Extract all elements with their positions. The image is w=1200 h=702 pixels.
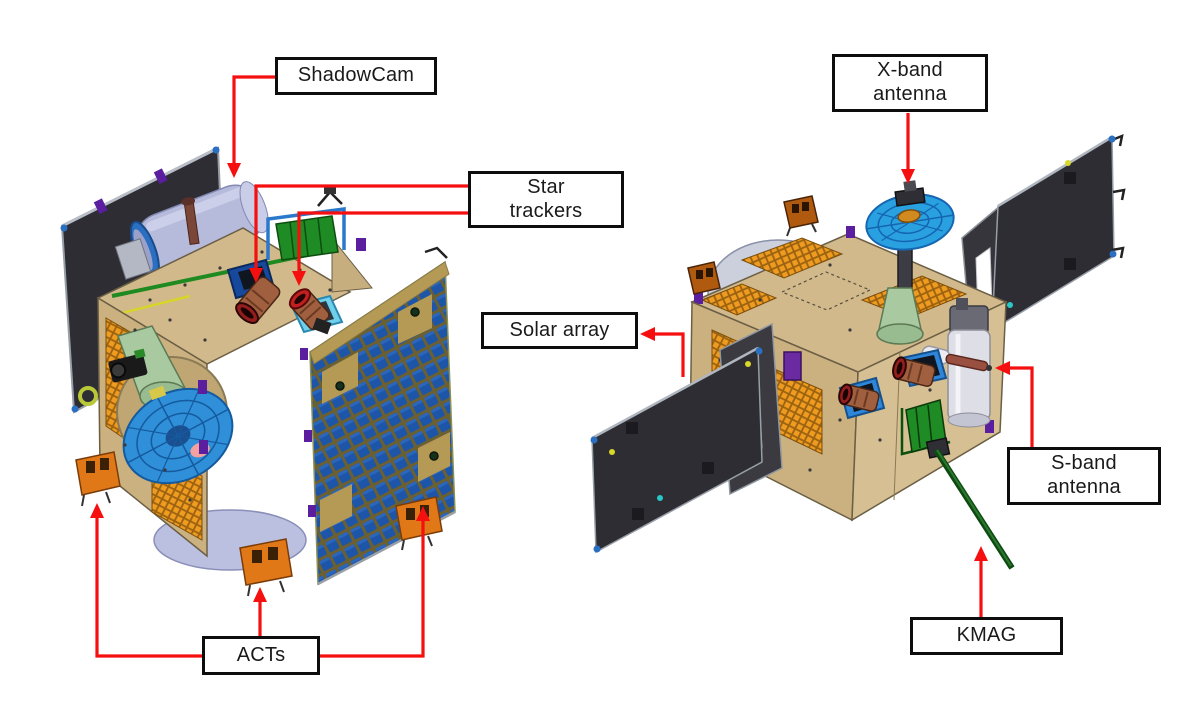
sband-antenna-label-line1: S-band [1051, 452, 1117, 475]
acts-leader-right [320, 506, 430, 658]
acts-leader-center [253, 587, 267, 636]
spacecraft-deployed-view [590, 133, 1126, 570]
star-tracker-right [288, 288, 344, 335]
star-trackers-label: Star trackers [468, 171, 624, 228]
act-thruster-foot-center [239, 538, 293, 597]
solar-array-label-text: Solar array [509, 318, 610, 341]
acts-leader-left [90, 503, 202, 658]
star-trackers-leader-1 [249, 184, 468, 283]
kmag-leader [974, 546, 988, 617]
shadowcam-label: ShadowCam [275, 57, 437, 95]
xband-antenna-label-line1: X-band [877, 59, 943, 82]
star-trackers-leader-2 [292, 211, 468, 286]
panel-fitting [78, 386, 98, 406]
kmag-label-text: KMAG [956, 624, 1017, 647]
sband-antenna-label: S-band antenna [1007, 447, 1161, 505]
sband-cylinder [947, 329, 991, 421]
sband-antenna-assembly [921, 298, 992, 428]
acts-label: ACTs [202, 636, 320, 675]
kmag-label: KMAG [910, 617, 1063, 655]
act-cluster-side [687, 261, 721, 295]
solar-array-leader [640, 327, 685, 377]
sband-antenna-label-line2: antenna [1047, 476, 1121, 498]
shadowcam-leader [227, 75, 275, 178]
xband-leader [901, 113, 915, 184]
deck-gusset [331, 236, 373, 293]
top-mast [181, 197, 200, 246]
acts-label-text: ACTs [236, 643, 286, 666]
high-gain-antenna-dish [122, 387, 234, 485]
xband-antenna-label: X-band antenna [832, 54, 988, 112]
act-thruster-foot-right [395, 496, 443, 551]
xband-antenna-assembly [865, 180, 955, 345]
leader-arrows [90, 75, 1034, 658]
shadowcam-label-text: ShadowCam [297, 64, 415, 87]
star-tracker-a [892, 348, 948, 388]
xband-antenna-label-line2: antenna [873, 83, 947, 105]
camera-unit [108, 348, 148, 383]
bracket [317, 190, 343, 207]
solar-array-label: Solar array [481, 312, 638, 349]
spacecraft-stowed-view [60, 146, 456, 597]
star-trackers-label-line2: trackers [509, 199, 583, 222]
kmag-assembly [900, 399, 1015, 570]
act-cluster-top [783, 195, 819, 237]
deployed-wing-left [590, 322, 783, 554]
vent-plate [114, 238, 152, 280]
act-thruster-foot-left [75, 451, 121, 507]
star-trackers-label-line1: Star [527, 175, 565, 198]
star-tracker-b [838, 376, 886, 420]
stowed-front-face [97, 296, 234, 558]
sband-leader [995, 361, 1034, 447]
top-equipment-box [266, 186, 346, 261]
